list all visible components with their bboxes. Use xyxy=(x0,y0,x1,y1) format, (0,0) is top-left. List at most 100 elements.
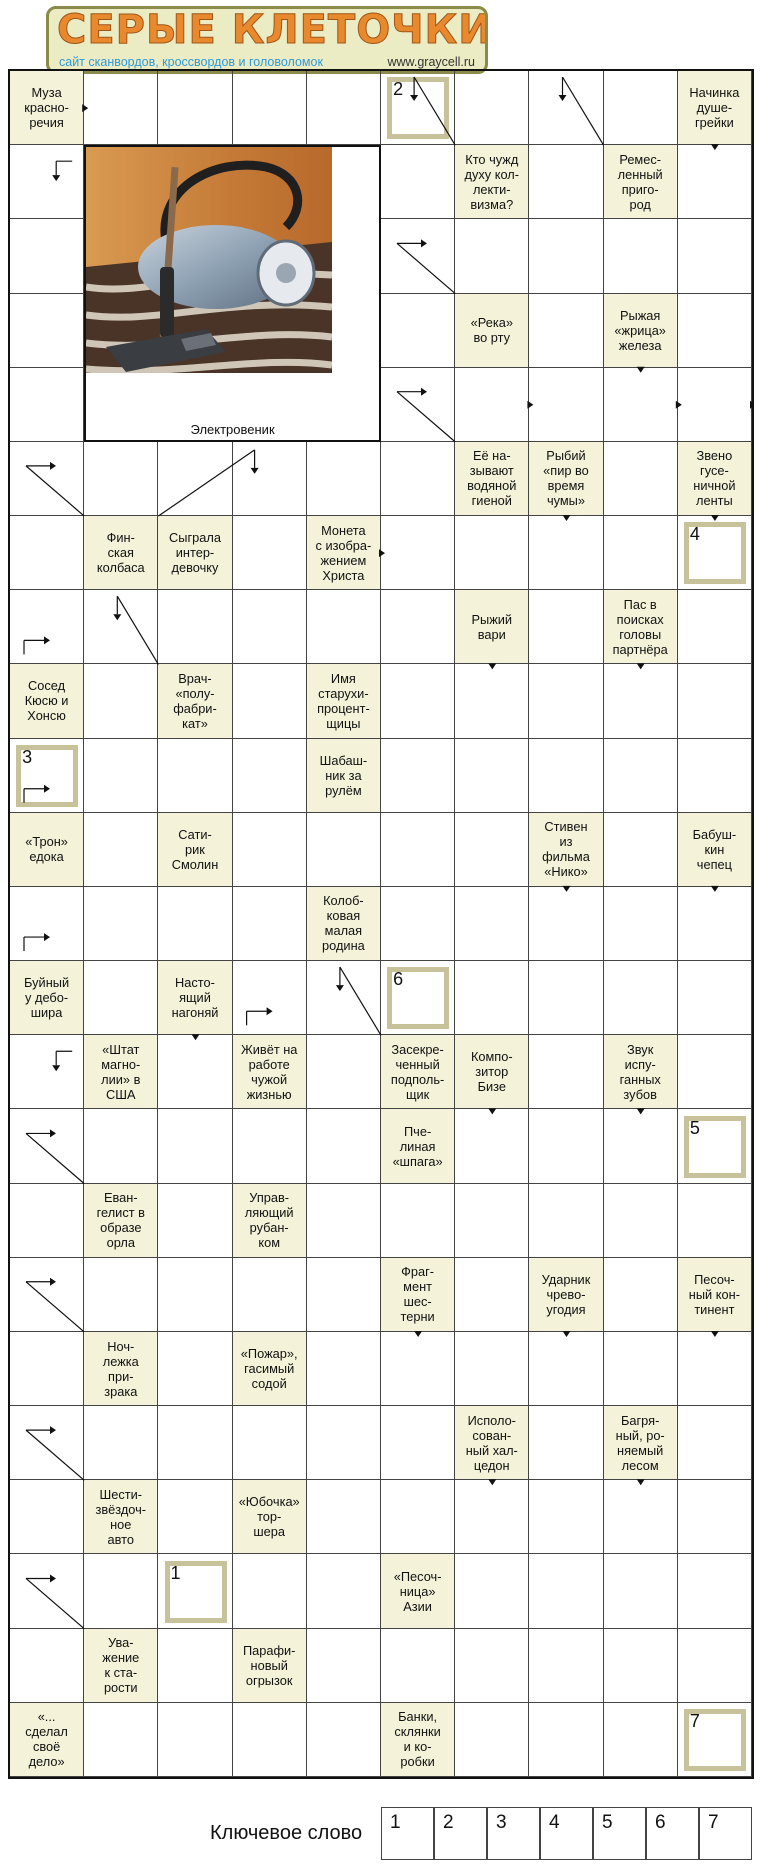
answer-cell[interactable] xyxy=(84,71,159,146)
answer-cell[interactable] xyxy=(232,516,307,591)
answer-cell[interactable] xyxy=(455,1554,530,1629)
answer-cell[interactable] xyxy=(603,1480,678,1555)
answer-cell[interactable] xyxy=(529,516,604,591)
answer-cell[interactable] xyxy=(158,1183,233,1258)
answer-cell[interactable] xyxy=(381,812,456,887)
answer-cell[interactable] xyxy=(529,886,604,962)
answer-cell[interactable] xyxy=(603,441,678,517)
keyword-letter-box[interactable]: 2 xyxy=(434,1807,487,1860)
answer-cell[interactable] xyxy=(10,145,85,220)
answer-cell[interactable] xyxy=(677,1554,752,1629)
answer-cell[interactable] xyxy=(381,664,456,739)
answer-cell[interactable] xyxy=(10,886,85,962)
answer-cell[interactable] xyxy=(232,1554,307,1629)
answer-cell[interactable] xyxy=(10,1406,85,1481)
answer-cell[interactable] xyxy=(603,738,678,813)
answer-cell[interactable] xyxy=(603,812,678,887)
answer-cell[interactable] xyxy=(529,1554,604,1629)
answer-cell[interactable] xyxy=(84,1406,159,1481)
answer-cell[interactable] xyxy=(10,1109,85,1184)
answer-cell[interactable] xyxy=(381,738,456,813)
answer-cell[interactable] xyxy=(455,886,530,962)
answer-cell[interactable] xyxy=(677,961,752,1036)
answer-cell[interactable] xyxy=(232,738,307,813)
answer-cell[interactable] xyxy=(677,1035,752,1110)
answer-cell[interactable] xyxy=(84,738,159,813)
answer-cell[interactable] xyxy=(232,1257,307,1332)
answer-cell[interactable] xyxy=(603,1109,678,1184)
answer-cell[interactable] xyxy=(455,738,530,813)
answer-cell[interactable] xyxy=(677,1331,752,1407)
answer-cell[interactable] xyxy=(677,664,752,739)
answer-cell[interactable] xyxy=(381,1406,456,1481)
answer-cell[interactable] xyxy=(677,738,752,813)
answer-cell[interactable] xyxy=(306,1109,381,1184)
answer-cell[interactable] xyxy=(455,1480,530,1555)
answer-cell[interactable] xyxy=(306,961,381,1036)
answer-cell[interactable] xyxy=(10,293,85,368)
answer-cell[interactable] xyxy=(529,664,604,739)
answer-cell[interactable] xyxy=(84,664,159,739)
answer-cell[interactable] xyxy=(158,1554,233,1629)
answer-cell[interactable] xyxy=(84,1257,159,1332)
answer-cell[interactable] xyxy=(84,1554,159,1629)
answer-cell[interactable] xyxy=(158,1035,233,1110)
answer-cell[interactable] xyxy=(84,441,159,517)
answer-cell[interactable] xyxy=(306,812,381,887)
answer-cell[interactable] xyxy=(306,1406,381,1481)
answer-cell[interactable] xyxy=(10,738,85,813)
answer-cell[interactable] xyxy=(306,590,381,665)
answer-cell[interactable] xyxy=(10,441,85,517)
answer-cell[interactable] xyxy=(84,886,159,962)
answer-cell[interactable] xyxy=(10,219,85,294)
answer-cell[interactable] xyxy=(158,1702,233,1777)
answer-cell[interactable] xyxy=(158,1406,233,1481)
answer-cell[interactable] xyxy=(603,961,678,1036)
answer-cell[interactable] xyxy=(158,1331,233,1407)
answer-cell[interactable] xyxy=(158,71,233,146)
answer-cell[interactable] xyxy=(455,367,530,442)
answer-cell[interactable] xyxy=(10,1554,85,1629)
answer-cell[interactable] xyxy=(306,441,381,517)
answer-cell[interactable] xyxy=(529,1183,604,1258)
answer-cell[interactable] xyxy=(381,1628,456,1703)
answer-cell[interactable] xyxy=(677,516,752,591)
answer-cell[interactable] xyxy=(158,1480,233,1555)
answer-cell[interactable] xyxy=(529,367,604,442)
answer-cell[interactable] xyxy=(603,1183,678,1258)
answer-cell[interactable] xyxy=(84,1109,159,1184)
answer-cell[interactable] xyxy=(306,1628,381,1703)
answer-cell[interactable] xyxy=(232,812,307,887)
answer-cell[interactable] xyxy=(381,441,456,517)
answer-cell[interactable] xyxy=(158,1628,233,1703)
answer-cell[interactable] xyxy=(677,367,752,442)
answer-cell[interactable] xyxy=(677,1702,752,1777)
answer-cell[interactable] xyxy=(603,664,678,739)
answer-cell[interactable] xyxy=(529,961,604,1036)
answer-cell[interactable] xyxy=(232,71,307,146)
answer-cell[interactable] xyxy=(529,1702,604,1777)
answer-cell[interactable] xyxy=(455,1702,530,1777)
answer-cell[interactable] xyxy=(677,886,752,962)
answer-cell[interactable] xyxy=(529,1406,604,1481)
answer-cell[interactable] xyxy=(84,961,159,1036)
answer-cell[interactable] xyxy=(381,293,456,368)
answer-cell[interactable] xyxy=(529,219,604,294)
answer-cell[interactable] xyxy=(232,1702,307,1777)
keyword-letter-box[interactable]: 4 xyxy=(540,1807,593,1860)
answer-cell[interactable] xyxy=(232,590,307,665)
answer-cell[interactable] xyxy=(677,293,752,368)
answer-cell[interactable] xyxy=(603,367,678,442)
answer-cell[interactable] xyxy=(306,1702,381,1777)
answer-cell[interactable] xyxy=(84,590,159,665)
answer-cell[interactable] xyxy=(232,1406,307,1481)
answer-cell[interactable] xyxy=(603,516,678,591)
answer-cell[interactable] xyxy=(10,516,85,591)
answer-cell[interactable] xyxy=(232,886,307,962)
answer-cell[interactable] xyxy=(10,1035,85,1110)
answer-cell[interactable] xyxy=(529,71,604,146)
answer-cell[interactable] xyxy=(455,1109,530,1184)
answer-cell[interactable] xyxy=(158,886,233,962)
answer-cell[interactable] xyxy=(381,145,456,220)
answer-cell[interactable] xyxy=(677,1109,752,1184)
